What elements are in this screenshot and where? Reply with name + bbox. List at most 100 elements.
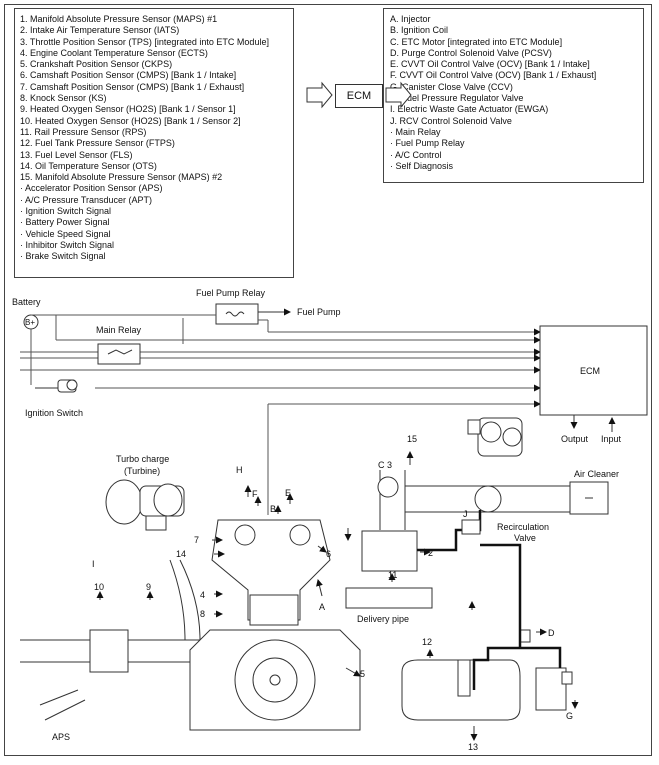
delivery-pipe-label: Delivery pipe bbox=[357, 614, 409, 624]
label-14: 14 bbox=[176, 549, 186, 559]
main-relay-label: Main Relay bbox=[96, 325, 142, 335]
inputs-item: 5. Crankshaft Position Sensor (CKPS) bbox=[20, 59, 173, 70]
outputs-item: G. Canister Close Valve (CCV) bbox=[390, 81, 513, 92]
input-label: Input bbox=[601, 434, 622, 444]
inputs-item: 9. Heated Oxygen Sensor (HO2S) [Bank 1 /… bbox=[20, 104, 236, 115]
battery-symbol: B+ bbox=[23, 314, 39, 330]
outputs-item: A. Injector bbox=[390, 14, 431, 24]
label-f: F bbox=[252, 489, 258, 499]
ecm-center-box: ECM bbox=[335, 84, 383, 108]
canister bbox=[519, 629, 573, 711]
inputs-item: · Battery Power Signal bbox=[20, 217, 110, 228]
inputs-item: 14. Oil Temperature Sensor (OTS) bbox=[20, 160, 157, 171]
label-2: 2 bbox=[428, 548, 433, 558]
label-a: A bbox=[319, 602, 325, 612]
outputs-item: I. Electric Waste Gate Actuator (EWGA) bbox=[390, 104, 549, 115]
inputs-item: · Ignition Switch Signal bbox=[20, 206, 112, 217]
ecm-to-output-arrow bbox=[385, 81, 412, 109]
turbo-label-2: (Turbine) bbox=[124, 466, 160, 476]
outputs-item: C. ETC Motor [integrated into ETC Module… bbox=[390, 36, 563, 47]
label-8: 8 bbox=[200, 609, 205, 619]
inputs-item: 3. Throttle Position Sensor (TPS) [integ… bbox=[20, 36, 269, 47]
label-h: H bbox=[236, 465, 243, 475]
exhaust-pipe bbox=[20, 559, 210, 673]
outputs-item: D. Purge Control Solenoid Valve (PCSV) bbox=[390, 47, 552, 58]
inputs-item: · A/C Pressure Transducer (APT) bbox=[20, 194, 153, 205]
turbo-label-1: Turbo charge bbox=[116, 454, 169, 464]
delivery-pipe bbox=[345, 587, 433, 609]
fuel-pump-relay-label: Fuel Pump Relay bbox=[196, 288, 266, 298]
ecm-unit-label: ECM bbox=[580, 366, 600, 376]
label-12: 12 bbox=[422, 637, 432, 647]
outputs-item: H. Fuel Pressure Regulator Valve bbox=[390, 93, 524, 104]
label-7: 7 bbox=[194, 535, 199, 545]
label-j: J bbox=[463, 509, 468, 519]
outputs-item: J. RCV Control Solenoid Valve bbox=[390, 115, 512, 126]
inputs-item: 6. Camshaft Position Sensor (CMPS) [Bank… bbox=[20, 70, 237, 81]
recirculation-valve bbox=[461, 519, 481, 535]
recirculation-label-2: Valve bbox=[514, 533, 536, 543]
outputs-item: · Main Relay bbox=[390, 126, 441, 137]
input-signals-box: 1. Manifold Absolute Pressure Sensor (MA… bbox=[14, 8, 294, 278]
label-g: G bbox=[566, 711, 573, 721]
inputs-item: 7. Camshaft Position Sensor (CMPS) [Bank… bbox=[20, 81, 245, 92]
label-13: 13 bbox=[468, 742, 478, 752]
throttle-body bbox=[467, 417, 523, 457]
inputs-item: 8. Knock Sensor (KS) bbox=[20, 93, 107, 104]
ignition-switch bbox=[35, 379, 78, 393]
label-c3: C 3 bbox=[378, 460, 392, 470]
inputs-item: · Inhibitor Switch Signal bbox=[20, 239, 115, 250]
inputs-item: · Vehicle Speed Signal bbox=[20, 228, 111, 239]
label-6: 6 bbox=[326, 549, 331, 559]
output-label: Output bbox=[561, 434, 589, 444]
inputs-item: · Accelerator Position Sensor (APS) bbox=[20, 183, 163, 194]
inputs-item: 13. Fuel Level Sensor (FLS) bbox=[20, 149, 133, 160]
inputs-item: · Brake Switch Signal bbox=[20, 251, 106, 262]
inputs-item: 2. Intake Air Temperature Sensor (IATS) bbox=[20, 25, 180, 36]
fuel-pump-relay bbox=[215, 303, 259, 325]
aps-pedal bbox=[39, 689, 86, 721]
outputs-item: · Self Diagnosis bbox=[390, 160, 454, 171]
signal-arrows bbox=[96, 451, 579, 741]
ecm-unit bbox=[539, 325, 648, 416]
inputs-item: 12. Fuel Tank Pressure Sensor (FTPS) bbox=[20, 138, 175, 149]
label-i: I bbox=[92, 559, 95, 569]
air-cleaner-label: Air Cleaner bbox=[574, 469, 619, 479]
intake-duct bbox=[377, 470, 570, 530]
inputs-item: 15. Manifold Absolute Pressure Sensor (M… bbox=[20, 172, 223, 183]
label-4: 4 bbox=[200, 590, 205, 600]
turbocharger bbox=[105, 479, 185, 531]
purge-line bbox=[472, 610, 562, 690]
recirculation-label-1: Recirculation bbox=[497, 522, 549, 532]
intake-plenum bbox=[361, 530, 418, 572]
outputs-item: B. Ignition Coil bbox=[390, 25, 449, 36]
outputs-item: · Fuel Pump Relay bbox=[390, 138, 465, 149]
inputs-item: 10. Heated Oxygen Sensor (HO2S) [Bank 1 … bbox=[20, 115, 241, 126]
inputs-item: 4. Engine Coolant Temperature Sensor (EC… bbox=[20, 47, 208, 58]
inputs-item: 1. Manifold Absolute Pressure Sensor (MA… bbox=[20, 14, 218, 24]
label-11: 11 bbox=[388, 570, 397, 580]
label-10: 10 bbox=[94, 582, 104, 592]
svg-text:B+: B+ bbox=[25, 318, 35, 327]
fuel-pump-label: Fuel Pump bbox=[297, 307, 341, 317]
input-to-ecm-arrow bbox=[306, 81, 333, 109]
battery-label: Battery bbox=[12, 297, 41, 307]
label-9: 9 bbox=[146, 582, 151, 592]
ignition-switch-label: Ignition Switch bbox=[25, 408, 83, 418]
label-15: 15 bbox=[407, 434, 417, 444]
label-b: B bbox=[270, 504, 276, 514]
label-e: E bbox=[285, 488, 291, 498]
engine-block bbox=[189, 519, 361, 731]
main-relay bbox=[97, 343, 141, 365]
fuel-tank bbox=[401, 659, 521, 721]
outputs-item: F. CVVT Oil Control Valve (OCV) [Bank 1 … bbox=[390, 70, 597, 81]
outputs-item: · A/C Control bbox=[390, 149, 442, 160]
diagram-frame bbox=[4, 4, 652, 756]
aps-label: APS bbox=[52, 732, 70, 742]
label-5: 5 bbox=[360, 669, 365, 679]
label-d: D bbox=[548, 628, 555, 638]
inputs-item: 11. Rail Pressure Sensor (RPS) bbox=[20, 126, 147, 137]
outputs-item: E. CVVT Oil Control Valve (OCV) [Bank 1 … bbox=[390, 59, 590, 70]
